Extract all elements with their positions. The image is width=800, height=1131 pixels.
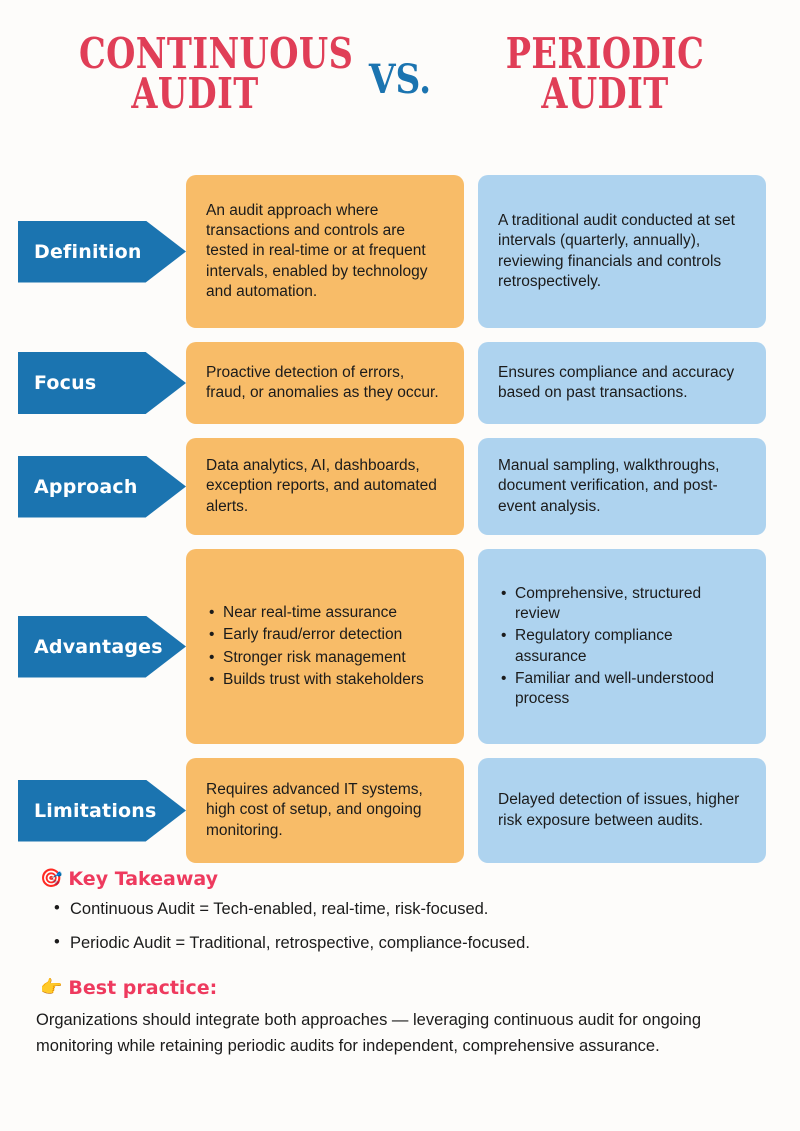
arrow-label-limitations: Limitations [34, 799, 157, 822]
list-item: Early fraud/error detection [209, 625, 446, 645]
periodic-card-approach: Manual sampling, walkthroughs, document … [478, 438, 766, 535]
continuous-text-approach: Data analytics, AI, dashboards, exceptio… [206, 457, 437, 515]
page-title: CONTINUOUS AUDIT VS. PERIODIC AUDIT [0, 33, 800, 118]
periodic-card-focus: Ensures compliance and accuracy based on… [478, 342, 766, 424]
row-label-cell: Focus [0, 342, 186, 424]
continuous-card-definition: An audit approach where transactions and… [186, 175, 464, 328]
periodic-text-limitations: Delayed detection of issues, higher risk… [498, 791, 740, 829]
row-label-cell: Definition [0, 175, 186, 328]
column-gap [464, 342, 478, 424]
column-gap [464, 549, 478, 744]
versus-label: VS. [368, 56, 432, 103]
key-takeaway-heading: 🎯 Key Takeaway [40, 868, 766, 890]
periodic-audit-title: PERIODIC AUDIT [489, 33, 721, 118]
arrow-badge-focus: Focus [18, 352, 186, 414]
comparison-grid: Definition An audit approach where trans… [0, 175, 800, 877]
key-takeaway-list: Continuous Audit = Tech-enabled, real-ti… [42, 897, 766, 955]
direct-hit-target-icon: 🎯 [40, 868, 63, 889]
comparison-row-advantages: Advantages Near real-time assuranceEarly… [0, 549, 800, 744]
continuous-audit-title: CONTINUOUS AUDIT [79, 33, 353, 118]
best-practice-body: Organizations should integrate both appr… [36, 1010, 702, 1055]
arrow-badge-definition: Definition [18, 220, 186, 283]
column-gap [464, 438, 478, 535]
row-label-cell: Approach [0, 438, 186, 535]
periodic-card-limitations: Delayed detection of issues, higher risk… [478, 758, 766, 863]
arrow-label-advantages: Advantages [34, 635, 163, 658]
arrow-label-definition: Definition [34, 240, 142, 263]
list-item: Continuous Audit = Tech-enabled, real-ti… [54, 897, 766, 920]
periodic-text-approach: Manual sampling, walkthroughs, document … [498, 457, 720, 515]
comparison-row-definition: Definition An audit approach where trans… [0, 175, 800, 328]
comparison-row-limitations: Limitations Requires advanced IT systems… [0, 758, 800, 863]
list-item: Stronger risk management [209, 648, 446, 668]
list-item: Builds trust with stakeholders [209, 670, 446, 690]
continuous-audit-title-line2: AUDIT [131, 68, 259, 118]
summary-section: 🎯 Key Takeaway Continuous Audit = Tech-e… [0, 868, 800, 1059]
row-label-cell: Limitations [0, 758, 186, 863]
periodic-text-focus: Ensures compliance and accuracy based on… [498, 363, 735, 401]
periodic-audit-title-line2: AUDIT [541, 68, 669, 118]
periodic-card-advantages: Comprehensive, structured reviewRegulato… [478, 549, 766, 744]
continuous-text-definition: An audit approach where transactions and… [206, 202, 428, 300]
arrow-badge-advantages: Advantages [18, 615, 186, 678]
continuous-text-limitations: Requires advanced IT systems, high cost … [206, 781, 423, 839]
key-takeaway-heading-label: Key Takeaway [68, 868, 219, 890]
column-gap [464, 175, 478, 328]
periodic-advantages-list: Comprehensive, structured reviewRegulato… [498, 584, 748, 709]
pointing-right-hand-icon: 👉 [40, 976, 63, 998]
best-practice-heading: 👉 Best practice: [40, 977, 766, 999]
list-item: Familiar and well-understood process [501, 669, 748, 709]
arrow-label-approach: Approach [34, 475, 138, 498]
periodic-card-definition: A traditional audit conducted at set int… [478, 175, 766, 328]
arrow-badge-limitations: Limitations [18, 779, 186, 842]
arrow-label-focus: Focus [34, 372, 97, 394]
periodic-text-definition: A traditional audit conducted at set int… [498, 212, 735, 290]
continuous-card-limitations: Requires advanced IT systems, high cost … [186, 758, 464, 863]
comparison-row-focus: Focus Proactive detection of errors, fra… [0, 342, 800, 424]
continuous-audit-title-line1: CONTINUOUS [79, 29, 354, 78]
continuous-card-focus: Proactive detection of errors, fraud, or… [186, 342, 464, 424]
continuous-text-focus: Proactive detection of errors, fraud, or… [206, 363, 439, 401]
best-practice-heading-label: Best practice: [68, 976, 218, 999]
list-item: Near real-time assurance [209, 603, 446, 623]
list-item: Regulatory compliance assurance [501, 626, 748, 666]
row-label-cell: Advantages [0, 549, 186, 744]
periodic-audit-title-line1: PERIODIC [505, 29, 705, 78]
continuous-card-advantages: Near real-time assuranceEarly fraud/erro… [186, 549, 464, 744]
list-item: Comprehensive, structured review [501, 584, 748, 624]
column-gap [464, 758, 478, 863]
arrow-badge-approach: Approach [18, 455, 186, 518]
comparison-row-approach: Approach Data analytics, AI, dashboards,… [0, 438, 800, 535]
continuous-advantages-list: Near real-time assuranceEarly fraud/erro… [206, 603, 446, 690]
continuous-card-approach: Data analytics, AI, dashboards, exceptio… [186, 438, 464, 535]
list-item: Periodic Audit = Traditional, retrospect… [54, 931, 766, 954]
